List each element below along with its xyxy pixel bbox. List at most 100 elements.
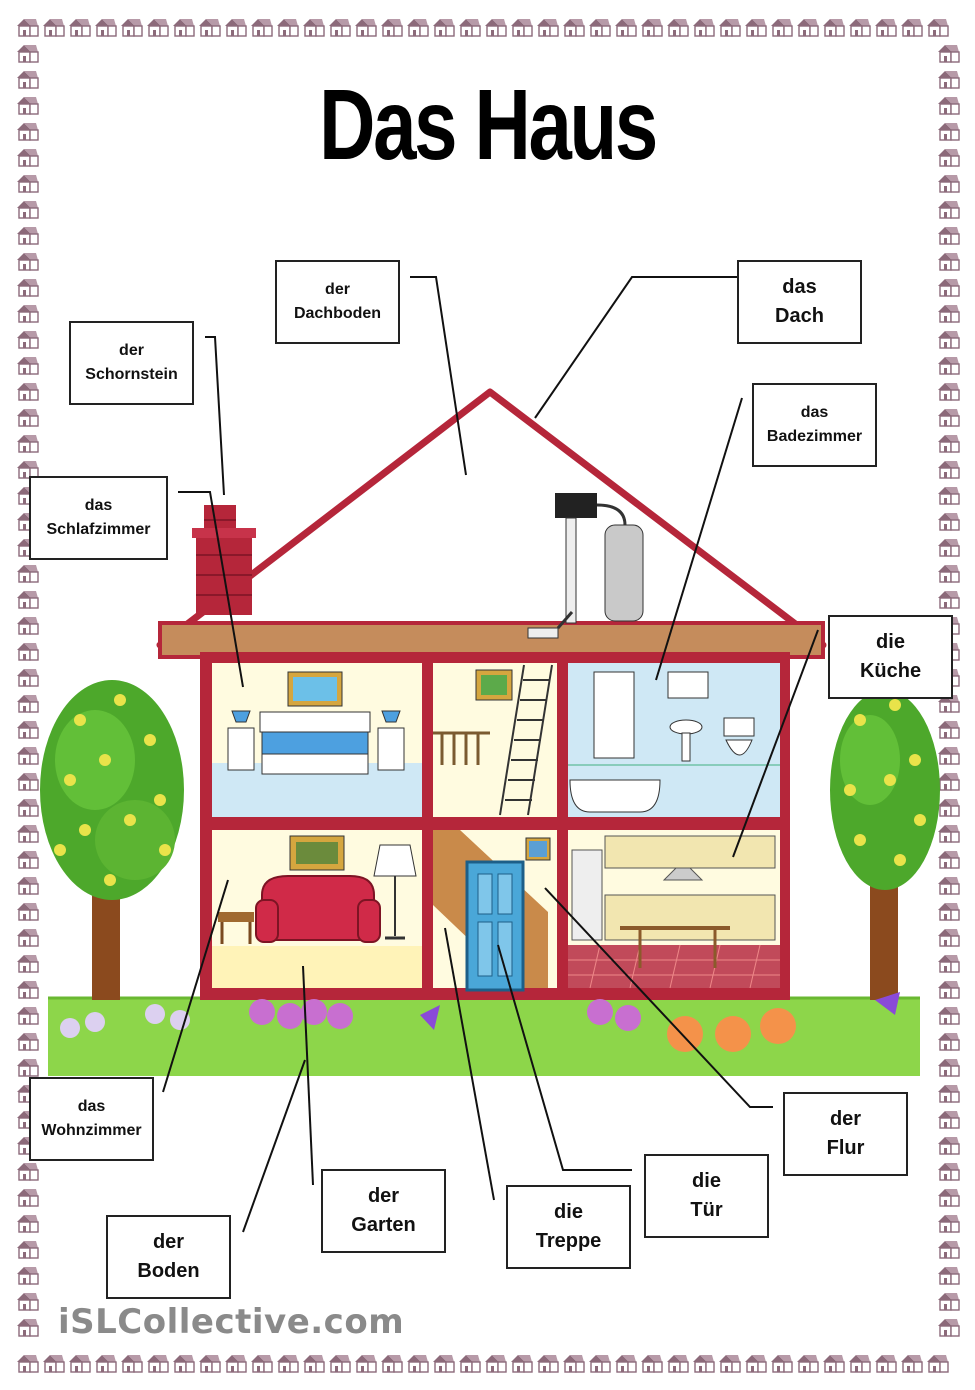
page-title: Das Haus bbox=[319, 69, 658, 181]
border-house-icon bbox=[927, 1355, 949, 1373]
border-house-icon bbox=[459, 1355, 481, 1373]
border-house-icon bbox=[407, 19, 429, 37]
border-house-icon bbox=[797, 1355, 819, 1373]
hallway bbox=[433, 830, 557, 992]
border-house-icon bbox=[537, 19, 559, 37]
border-house-icon bbox=[17, 981, 39, 999]
border-house-icon bbox=[355, 19, 377, 37]
label-tuer: die Tür bbox=[644, 1154, 769, 1238]
label-dach: das Dach bbox=[737, 260, 862, 344]
border-house-icon bbox=[17, 357, 39, 375]
border-house-icon bbox=[17, 305, 39, 323]
border-house-icon bbox=[17, 175, 39, 193]
border-house-icon bbox=[938, 1293, 960, 1311]
border-house-icon bbox=[938, 305, 960, 323]
border-house-icon bbox=[938, 773, 960, 791]
border-house-icon bbox=[17, 1267, 39, 1285]
border-house-icon bbox=[433, 1355, 455, 1373]
border-house-icon bbox=[938, 825, 960, 843]
border-house-icon bbox=[17, 71, 39, 89]
border-house-icon bbox=[17, 227, 39, 245]
label-article: die bbox=[876, 631, 905, 653]
border-house-icon bbox=[938, 45, 960, 63]
border-house-icon bbox=[173, 1355, 195, 1373]
border-house-icon bbox=[615, 19, 637, 37]
border-house-icon bbox=[17, 929, 39, 947]
lamp-icon bbox=[373, 844, 417, 940]
label-noun: Dachboden bbox=[293, 305, 382, 322]
border-house-icon bbox=[17, 435, 39, 453]
border-house-icon bbox=[938, 513, 960, 531]
border-house-icon bbox=[17, 721, 39, 739]
border-house-icon bbox=[17, 19, 39, 37]
footer-watermark: iSLCollective.com bbox=[58, 1302, 405, 1342]
label-article: die bbox=[554, 1201, 583, 1223]
border-house-icon bbox=[17, 1293, 39, 1311]
border-house-icon bbox=[147, 19, 169, 37]
border-house-icon bbox=[381, 19, 403, 37]
border-house-icon bbox=[17, 1059, 39, 1077]
label-flur: der Flur bbox=[783, 1092, 908, 1176]
border-right bbox=[935, 40, 961, 1340]
label-article: das bbox=[77, 1098, 106, 1115]
left-tree-icon bbox=[40, 680, 184, 1000]
border-house-icon bbox=[938, 149, 960, 167]
border-house-icon bbox=[771, 19, 793, 37]
border-house-icon bbox=[641, 19, 663, 37]
border-house-icon bbox=[938, 1111, 960, 1129]
label-article: der bbox=[325, 281, 350, 298]
bathroom bbox=[568, 663, 780, 817]
label-noun: Tür bbox=[690, 1199, 723, 1221]
border-house-icon bbox=[938, 1241, 960, 1259]
leader-lines bbox=[162, 276, 819, 1233]
border-house-icon bbox=[589, 19, 611, 37]
sofa-icon bbox=[255, 875, 381, 943]
border-house-icon bbox=[17, 903, 39, 921]
border-house-icon bbox=[17, 1033, 39, 1051]
border-top bbox=[14, 14, 950, 40]
label-treppe: die Treppe bbox=[506, 1185, 631, 1269]
border-house-icon bbox=[95, 19, 117, 37]
label-schlafzimmer: das Schlafzimmer bbox=[29, 476, 168, 560]
border-house-icon bbox=[17, 201, 39, 219]
border-house-icon bbox=[17, 123, 39, 141]
border-house-icon bbox=[927, 19, 949, 37]
border-house-icon bbox=[938, 1059, 960, 1077]
border-house-icon bbox=[199, 1355, 221, 1373]
border-house-icon bbox=[329, 1355, 351, 1373]
label-noun: Schlafzimmer bbox=[46, 521, 151, 538]
border-house-icon bbox=[17, 1319, 39, 1337]
label-article: der bbox=[119, 342, 144, 359]
border-house-icon bbox=[95, 1355, 117, 1373]
border-house-icon bbox=[938, 435, 960, 453]
border-house-icon bbox=[938, 409, 960, 427]
border-house-icon bbox=[771, 1355, 793, 1373]
border-house-icon bbox=[849, 1355, 871, 1373]
label-article: der bbox=[367, 1185, 400, 1207]
border-house-icon bbox=[938, 383, 960, 401]
border-house-icon bbox=[407, 1355, 429, 1373]
ladder-icon bbox=[499, 664, 553, 816]
label-article: die bbox=[692, 1170, 721, 1192]
border-house-icon bbox=[693, 1355, 715, 1373]
label-article: das bbox=[782, 276, 817, 298]
border-house-icon bbox=[121, 19, 143, 37]
border-house-icon bbox=[938, 123, 960, 141]
border-house-icon bbox=[43, 1355, 65, 1373]
border-house-icon bbox=[511, 1355, 533, 1373]
front-door-icon bbox=[465, 860, 525, 992]
border-bottom bbox=[14, 1350, 950, 1376]
bathtub-icon bbox=[569, 779, 661, 813]
border-house-icon bbox=[823, 1355, 845, 1373]
border-house-icon bbox=[938, 1085, 960, 1103]
label-boden: der Boden bbox=[106, 1215, 231, 1299]
border-house-icon bbox=[938, 747, 960, 765]
border-house-icon bbox=[173, 19, 195, 37]
border-house-icon bbox=[69, 1355, 91, 1373]
label-noun: Schornstein bbox=[85, 366, 178, 383]
label-article: das bbox=[800, 404, 829, 421]
border-house-icon bbox=[938, 357, 960, 375]
border-house-icon bbox=[17, 825, 39, 843]
border-house-icon bbox=[875, 19, 897, 37]
